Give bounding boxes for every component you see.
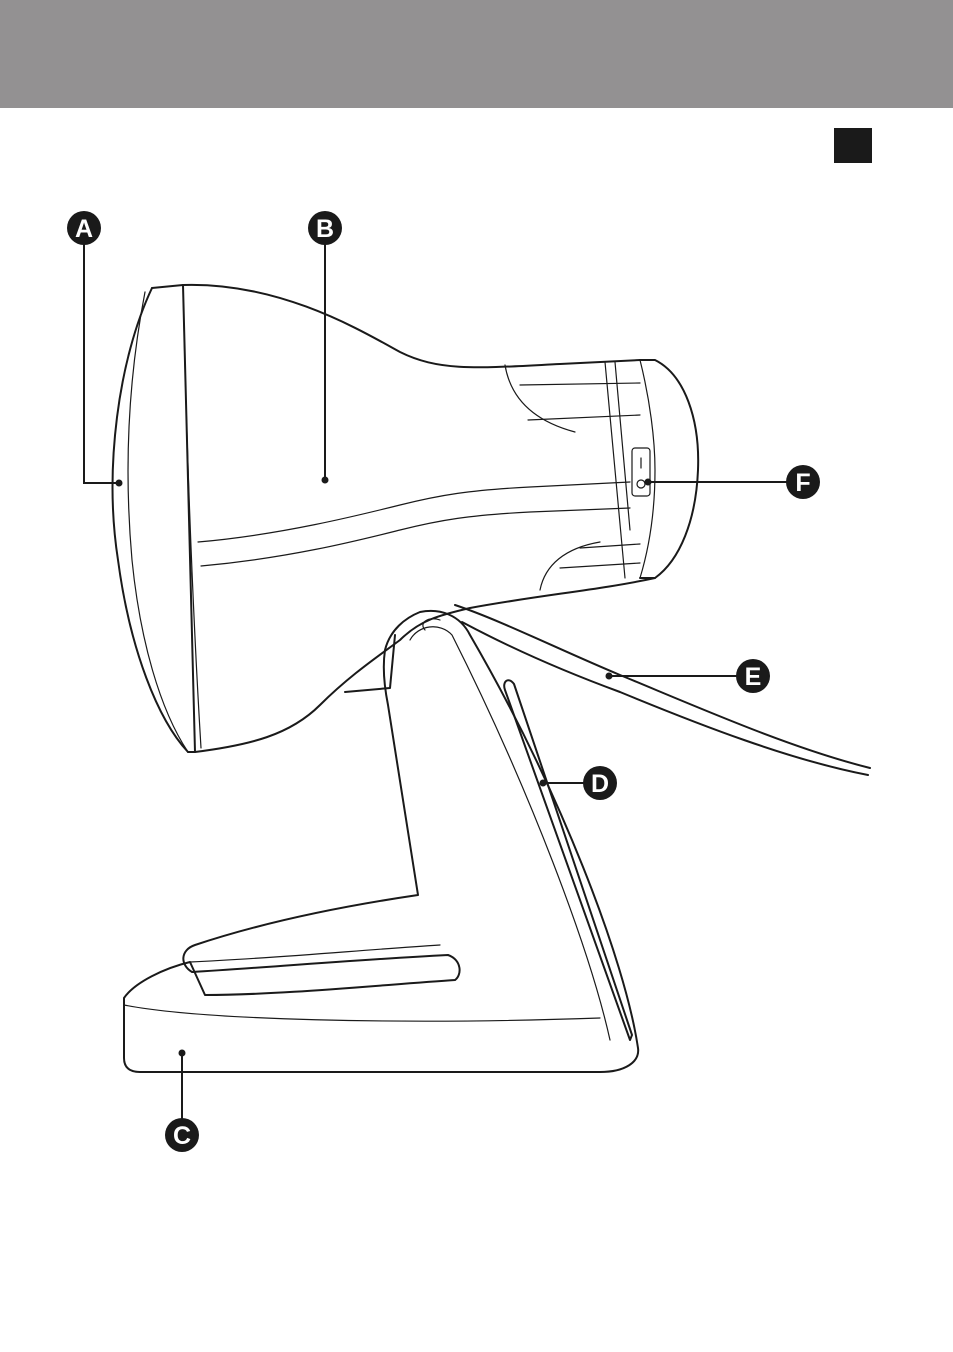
callout-label-c: C xyxy=(173,1122,191,1150)
callout-c: C xyxy=(165,1050,199,1153)
stand xyxy=(124,611,638,1072)
callout-label-e: E xyxy=(745,663,762,691)
callout-e: E xyxy=(606,659,771,693)
callout-f: F xyxy=(645,465,821,499)
switch xyxy=(632,448,650,496)
stand-body xyxy=(124,611,638,1072)
callout-label-a: A xyxy=(75,215,93,243)
callout-label-f: F xyxy=(795,469,810,497)
lamp-head xyxy=(113,285,699,752)
front-glass xyxy=(113,288,188,752)
callout-label-d: D xyxy=(591,770,609,798)
power-cord xyxy=(455,605,870,775)
callout-b: B xyxy=(308,211,342,484)
housing xyxy=(183,285,640,367)
callout-label-b: B xyxy=(316,215,334,243)
